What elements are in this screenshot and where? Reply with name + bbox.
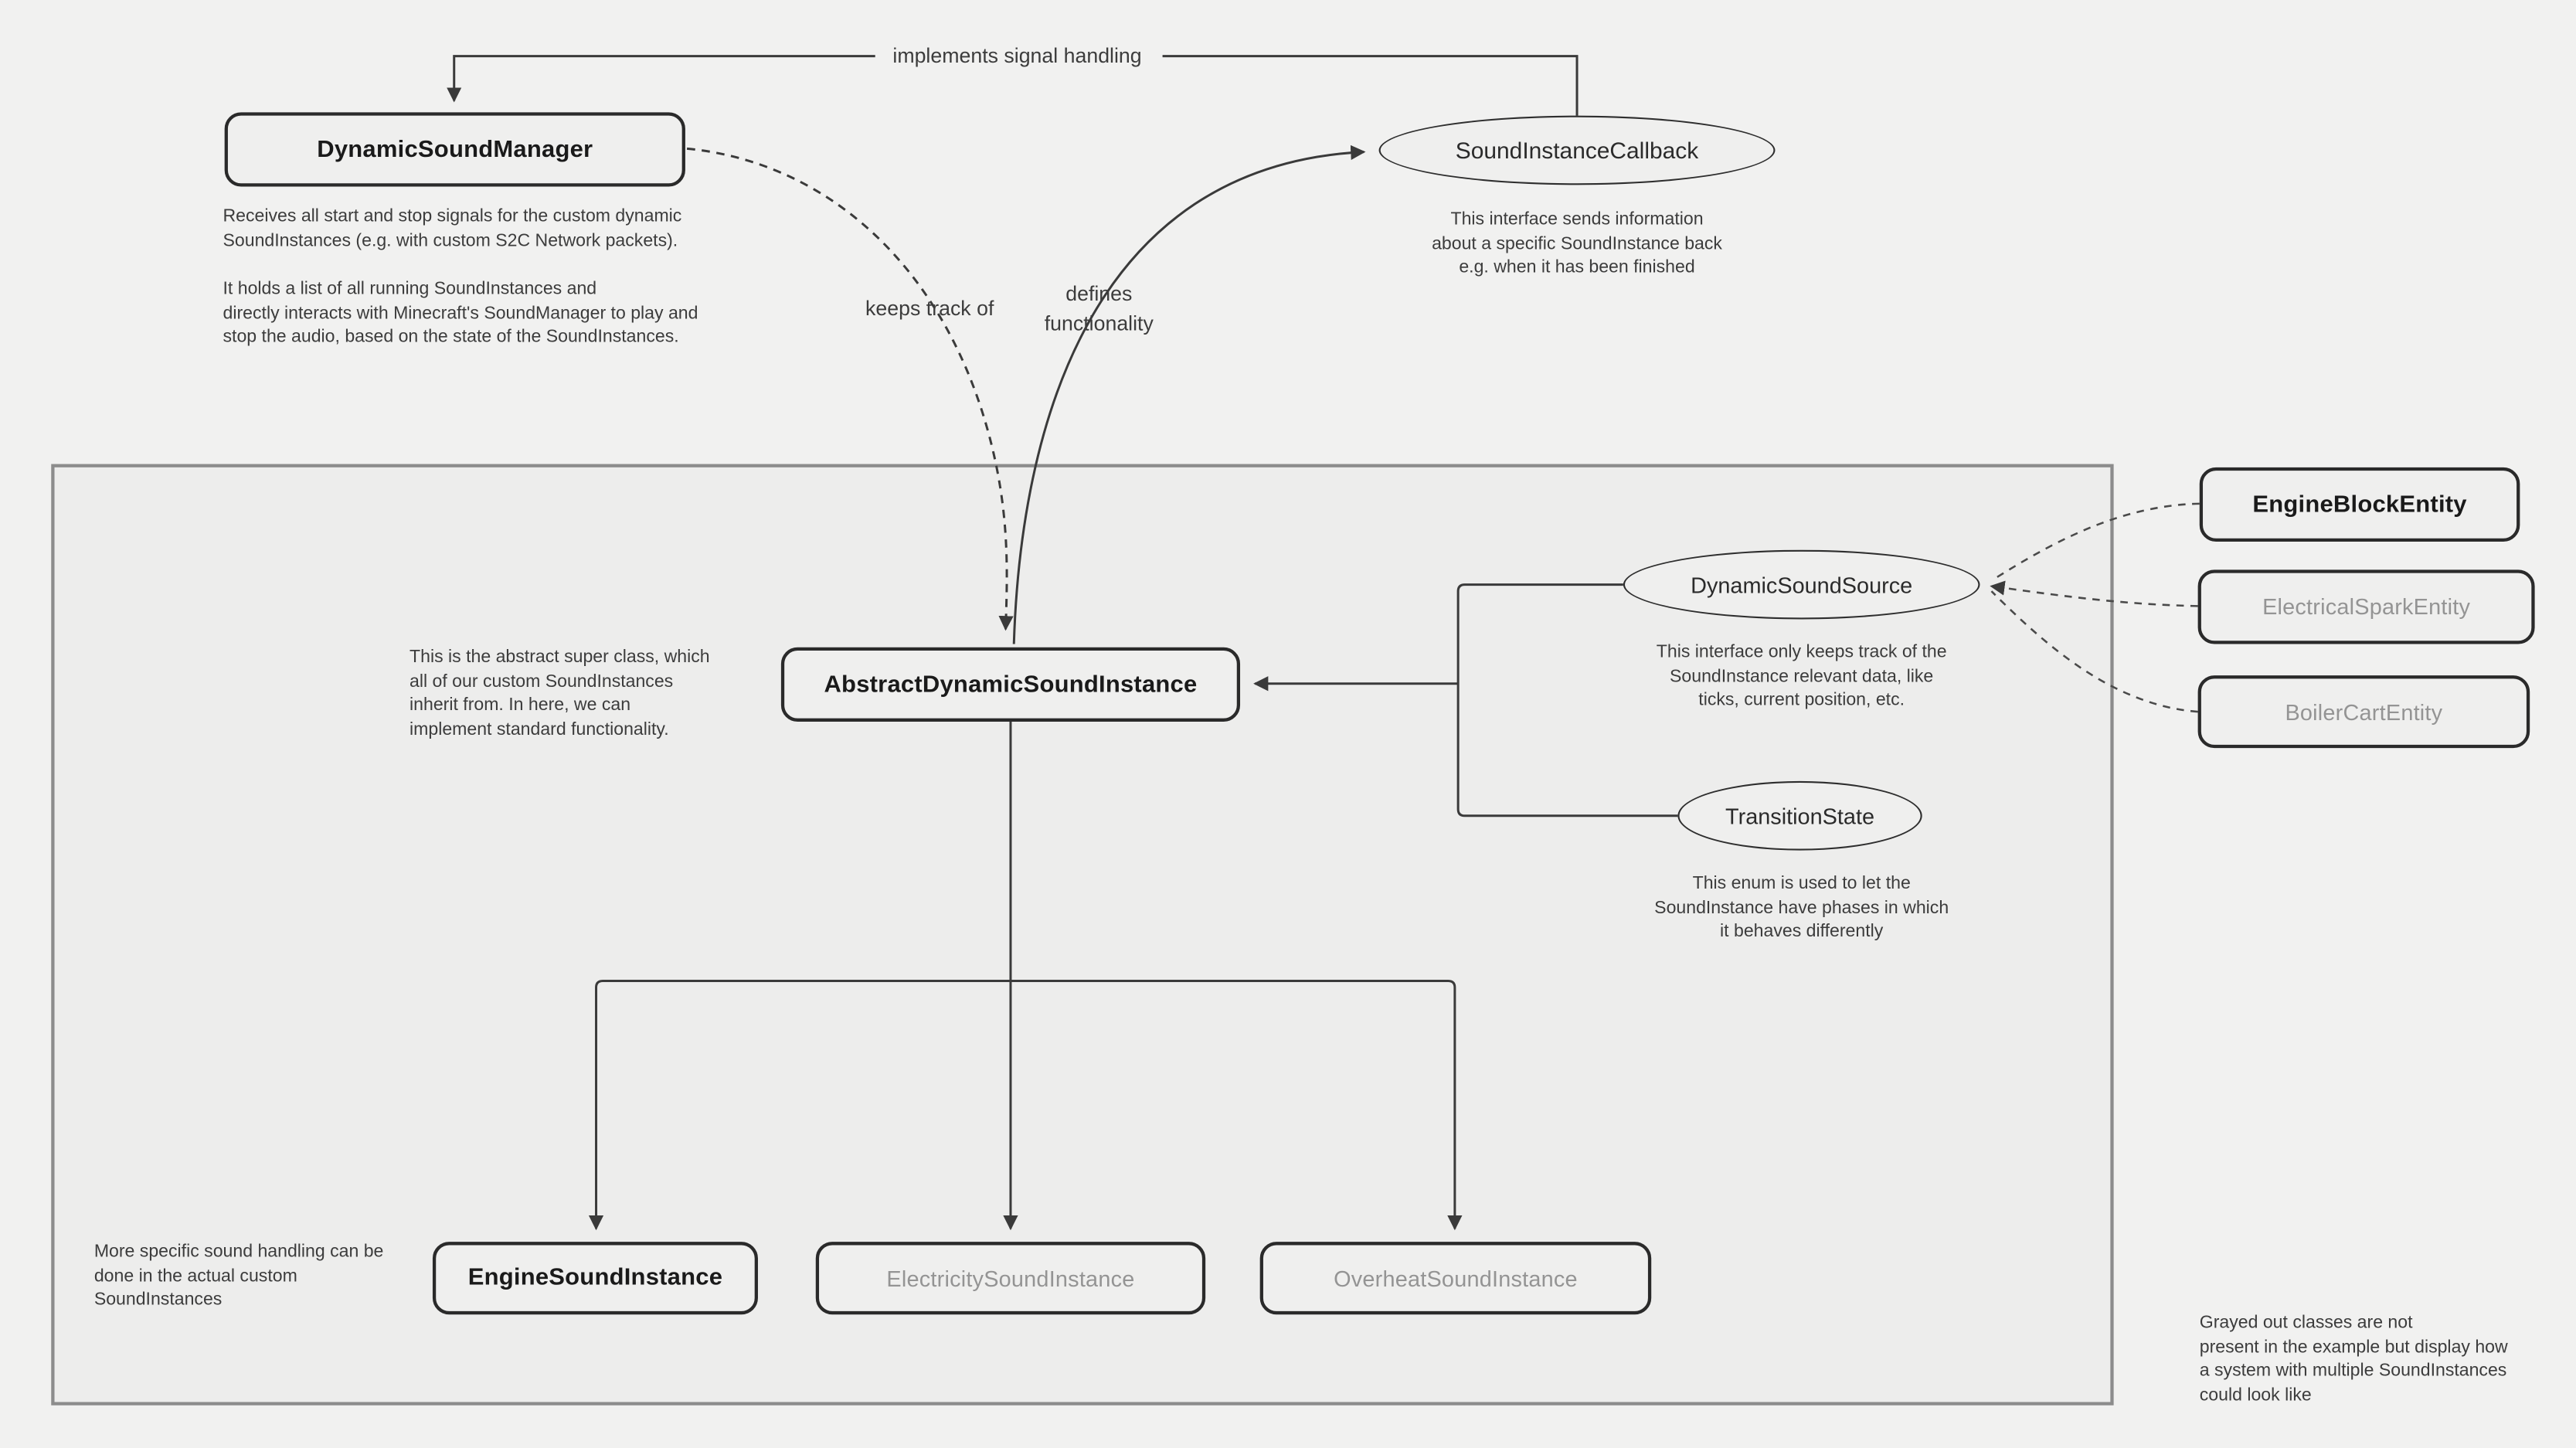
- edge-electricalspark-to-source: [1990, 580, 2198, 607]
- description-abstract-dynamic-sound-instance: This is the abstract super class, which …: [410, 647, 710, 740]
- edge-boilercart-to-source: [1990, 590, 2198, 713]
- node-transition-state: TransitionState: [1677, 780, 1922, 851]
- edge-abstract-to-engine: [588, 980, 1011, 1231]
- node-dynamic-sound-source: DynamicSoundSource: [1623, 549, 1980, 620]
- description-transition-state: This enum is used to let the SoundInstan…: [1654, 873, 1949, 942]
- node-engine-block-entity: EngineBlockEntity: [2199, 467, 2520, 542]
- node-abstract-dynamic-sound-instance: AbstractDynamicSoundInstance: [780, 647, 1241, 722]
- note-grayed-out-classes: Grayed out classes are not present in th…: [2199, 1313, 2508, 1406]
- edge-engineblock-to-source: [1992, 502, 2200, 581]
- edge-defines-functionality: [1012, 144, 1366, 644]
- description-sound-instance-callback: This interface sends information about a…: [1432, 209, 1722, 278]
- node-electrical-spark-entity: ElectricalSparkEntity: [2197, 569, 2535, 644]
- node-boiler-cart-entity: BoilerCartEntity: [2197, 675, 2530, 749]
- edge-source-state-bracket: [1456, 583, 1678, 817]
- node-engine-sound-instance: EngineSoundInstance: [432, 1242, 758, 1315]
- edge-implements-left-segment: [447, 55, 875, 103]
- edge-label-keeps-track-of: keeps track of: [865, 297, 994, 321]
- edge-label-implements-signal-handling: implements signal handling: [892, 44, 1142, 68]
- node-sound-instance-callback: SoundInstanceCallback: [1378, 115, 1776, 185]
- description-dynamic-sound-manager: Receives all start and stop signals for …: [223, 206, 698, 348]
- node-electricity-sound-instance: ElectricitySoundInstance: [815, 1242, 1206, 1315]
- edge-implements-right-segment: [1162, 55, 1579, 116]
- edge-label-defines-functionality: defines functionality: [1044, 282, 1154, 335]
- description-dynamic-sound-source: This interface only keeps track of the S…: [1656, 642, 1947, 711]
- node-overheat-sound-instance: OverheatSoundInstance: [1259, 1242, 1652, 1315]
- edge-abstract-to-overheat: [1010, 980, 1463, 1231]
- node-dynamic-sound-manager: DynamicSoundManager: [224, 112, 685, 187]
- note-custom-sound-handling: More specific sound handling can be done…: [93, 1242, 384, 1310]
- edge-keeps-track-of: [686, 147, 1014, 631]
